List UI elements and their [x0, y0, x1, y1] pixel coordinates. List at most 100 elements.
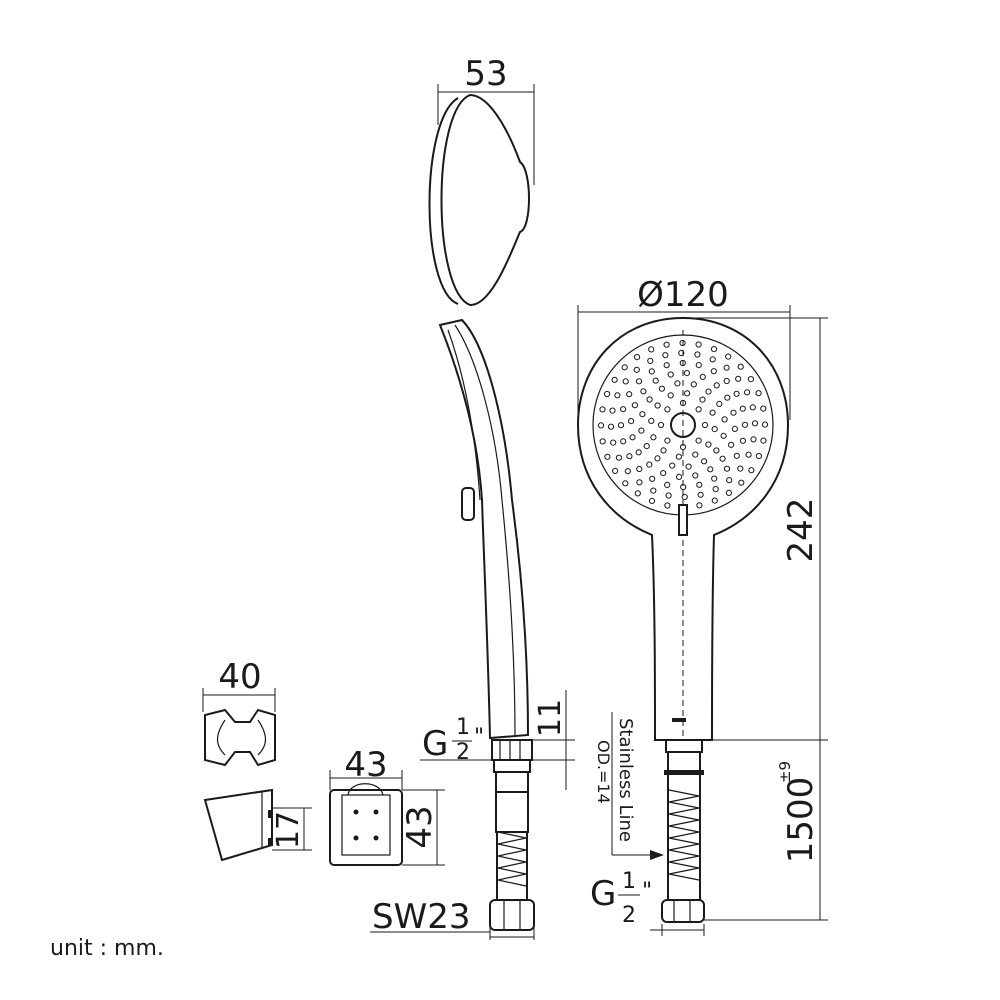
nozzle-dot — [697, 491, 704, 498]
nozzle-dot — [730, 409, 737, 416]
nozzle-dot — [626, 453, 633, 460]
nozzle-dot — [709, 356, 716, 363]
nozzle-dot — [660, 447, 667, 454]
nozzle-dot — [679, 443, 687, 451]
dim-1500: 1500 — [781, 777, 821, 864]
nozzle-dot — [610, 439, 617, 446]
nozzle-dot — [695, 437, 702, 444]
dim-sw23: SW23 — [372, 897, 470, 937]
nozzle-dot — [728, 441, 735, 448]
dim-53: 53 — [464, 54, 507, 94]
nozzle-dot — [733, 452, 740, 459]
nozzle-dot — [716, 400, 723, 407]
nozzle-dot — [690, 381, 697, 388]
nozzle-dot — [636, 479, 643, 486]
nozzle-dot — [747, 376, 755, 383]
nozzle-dot — [713, 382, 720, 389]
nozzle-dot — [685, 463, 692, 470]
dim-242: 242 — [781, 498, 821, 563]
nozzle-dot — [662, 352, 669, 359]
nozzle-dot — [724, 394, 731, 401]
nozzle-dot — [737, 465, 744, 472]
nozzle-dot — [631, 402, 639, 409]
nozzle-dot — [741, 421, 749, 428]
thread-den-right: 2 — [622, 903, 636, 928]
unit-note: unit : mm. — [50, 936, 164, 961]
nozzle-dot — [635, 449, 642, 456]
nozzle-dot — [638, 427, 645, 434]
nozzle-dot — [737, 363, 744, 370]
nozzle-dot — [710, 368, 717, 375]
nozzle-dot — [665, 492, 672, 499]
dim-43-width: 43 — [344, 745, 387, 785]
nozzle-dot — [660, 470, 667, 477]
holder-height-dimension: 17 — [271, 807, 312, 851]
nozzle-dot — [612, 467, 619, 474]
wall-cradle — [428, 93, 530, 307]
nozzle-dot — [684, 390, 691, 397]
nozzle-dot — [705, 441, 712, 448]
nozzle-dot — [679, 359, 686, 367]
nozzle-dot — [695, 341, 702, 348]
nozzle-dot — [695, 362, 702, 369]
nozzle-dot — [699, 373, 706, 380]
nozzle-dot — [711, 426, 718, 433]
nozzle-dot — [731, 425, 739, 432]
nozzle-dot — [664, 481, 671, 488]
nozzle-dot — [711, 497, 718, 504]
hand-shower-side-view — [438, 318, 535, 931]
hose-material-label: Stainless Line OD.=14 — [594, 712, 664, 860]
nozzle-dot — [726, 477, 733, 484]
nozzle-dot — [650, 434, 657, 441]
nozzle-dot — [712, 486, 719, 493]
nozzle-dot — [711, 475, 718, 482]
nozzle-dot — [748, 467, 755, 474]
head-diameter-dimension: Ø120 — [577, 275, 791, 420]
nozzle-dot — [667, 371, 674, 378]
nozzle-dot — [721, 416, 728, 423]
nozzle-dot — [664, 502, 671, 509]
nozzle-dot — [674, 380, 681, 387]
nozzle-dot — [751, 420, 759, 427]
nozzle-dot — [663, 341, 670, 348]
dim-17: 17 — [271, 811, 306, 849]
nozzle-dot — [750, 436, 757, 443]
nozzle-dot — [679, 399, 687, 407]
nozzle-dot — [639, 411, 646, 418]
nozzle-dot — [648, 368, 655, 375]
nozzle-dot — [620, 438, 627, 445]
hose-length-dimension: 1500 ±9 — [704, 761, 828, 921]
nozzle-dot — [648, 346, 655, 353]
nozzle-dot — [646, 461, 653, 468]
nozzle-dot — [744, 389, 751, 396]
nozzle-dot — [624, 468, 631, 475]
dim-40: 40 — [218, 657, 261, 697]
nozzle-dot — [652, 377, 659, 384]
nozzle-dot — [683, 370, 691, 377]
nozzle-dot — [696, 502, 703, 509]
nozzle-dot — [664, 437, 671, 444]
nozzle-dot — [663, 362, 670, 369]
nozzle-dot — [617, 422, 625, 429]
nozzle-dot — [725, 353, 732, 360]
nozzle-dot — [599, 406, 606, 413]
nozzle-dot — [647, 357, 654, 364]
nozzle-dot — [614, 392, 621, 399]
nozzle-dot — [649, 475, 656, 482]
nozzle-dot — [739, 405, 746, 412]
nozzle-dot — [738, 479, 745, 486]
thread-num-left: 1 — [456, 715, 470, 740]
thread-den-left: 2 — [456, 740, 470, 765]
nozzle-dot — [760, 437, 767, 444]
nozzle-dot — [696, 481, 703, 488]
nozzle-dot — [629, 434, 636, 441]
nozzle-dot — [739, 437, 747, 444]
nozzle-dot — [760, 405, 767, 412]
cradle-width-dimension: 53 — [437, 54, 535, 185]
holder-side-view — [203, 788, 273, 862]
nozzle-dot — [699, 396, 706, 403]
nozzle-dot — [735, 375, 742, 382]
nozzle-dot — [676, 473, 683, 480]
nozzle-dot — [701, 421, 709, 429]
